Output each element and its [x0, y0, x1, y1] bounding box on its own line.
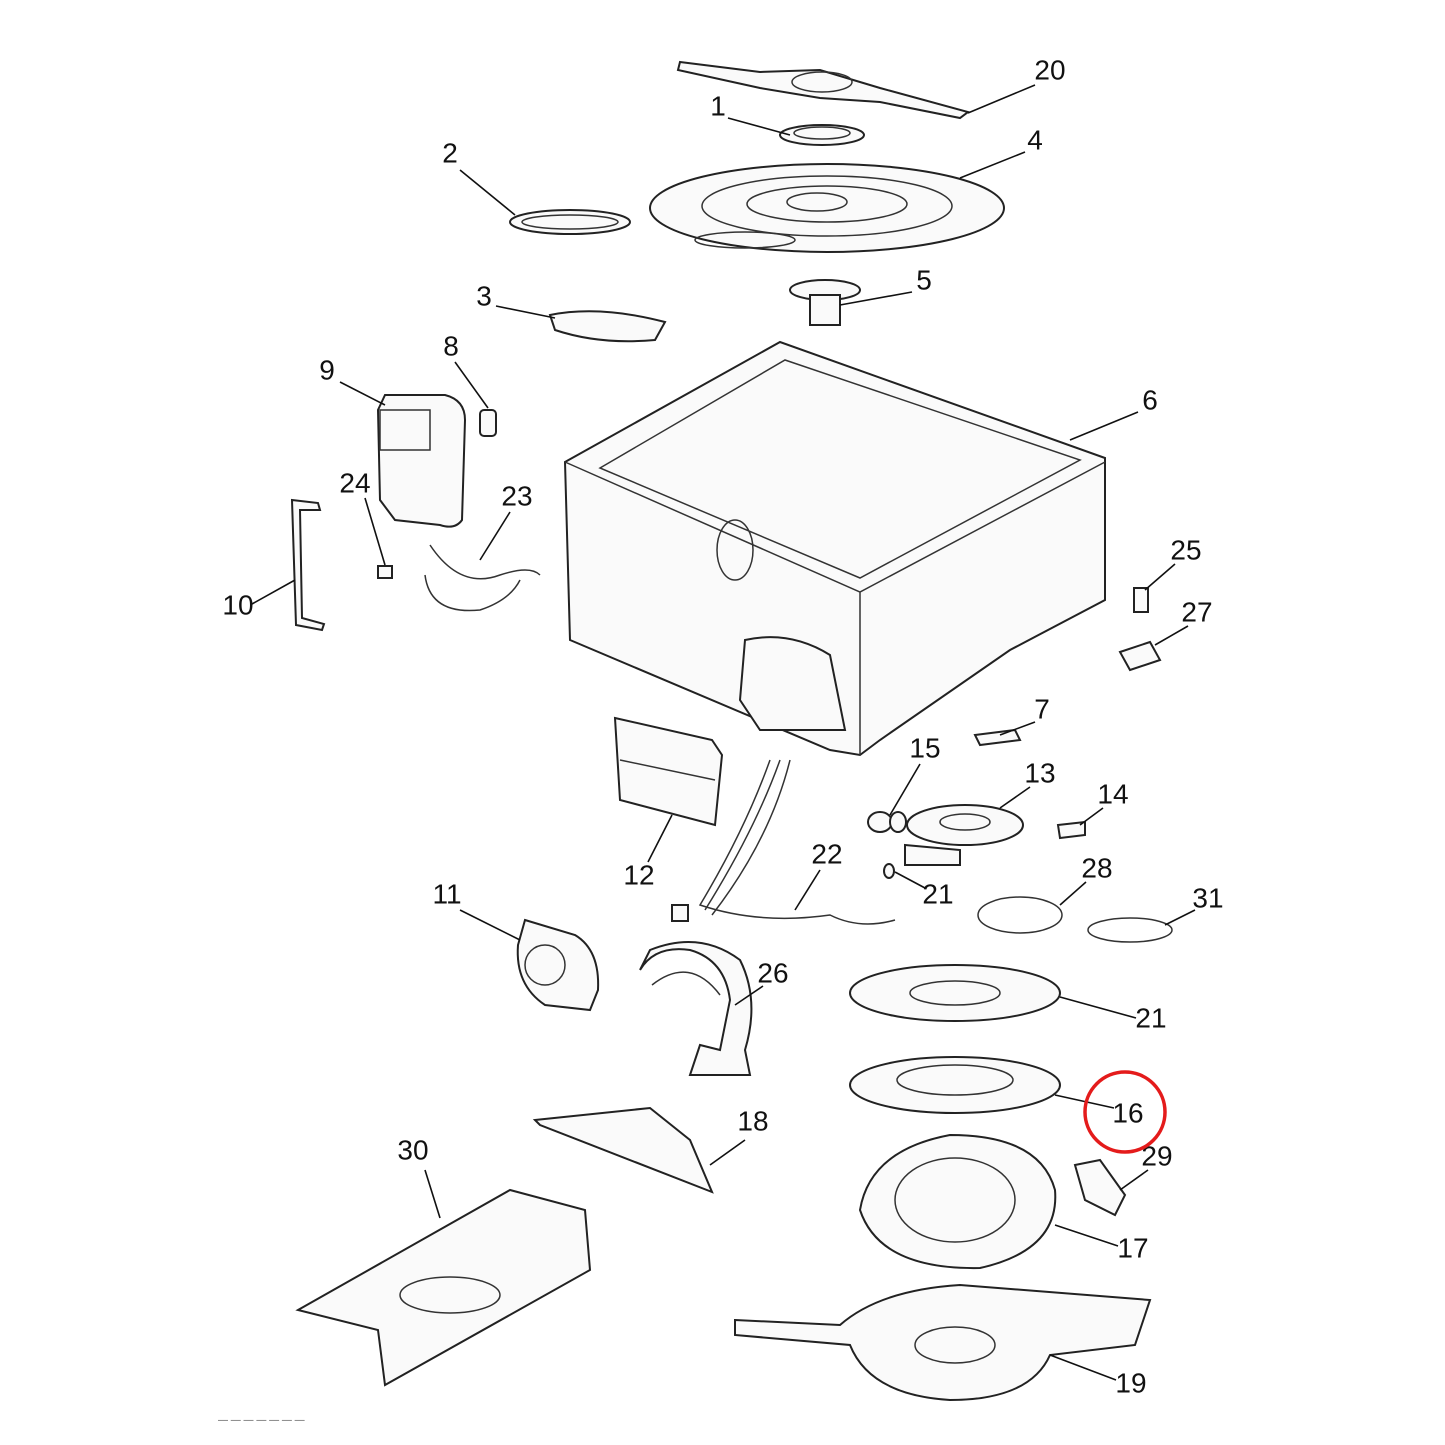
- callout-26: 26: [757, 957, 788, 988]
- leader-line: [727, 117, 791, 136]
- callout-4: 4: [1027, 124, 1043, 155]
- part-filter-2: [509, 209, 631, 235]
- leader-line: [647, 814, 673, 863]
- part-heater-9: [376, 394, 467, 528]
- leader-line: [479, 511, 511, 561]
- leader-line: [999, 786, 1031, 809]
- leader-line: [1059, 996, 1137, 1019]
- leader-line: [1054, 1224, 1119, 1247]
- leader-line: [999, 721, 1036, 736]
- callout-23: 23: [501, 480, 532, 511]
- callout-3: 3: [476, 280, 492, 311]
- leader-line: [1069, 411, 1139, 441]
- part-wiring-22: [671, 759, 896, 925]
- part-cap-15: [867, 811, 907, 833]
- part-tag-25: [1133, 587, 1149, 613]
- part-duct-18: [532, 1106, 714, 1194]
- callout-31: 31: [1192, 882, 1223, 913]
- callout-22: 22: [811, 838, 842, 869]
- leader-line: [459, 169, 516, 216]
- callout-15: 15: [909, 732, 940, 763]
- part-fan-11: [516, 918, 600, 1012]
- part-spray-arm-upper: [676, 60, 971, 120]
- callout-10: 10: [222, 589, 253, 620]
- callout-13: 13: [1024, 757, 1055, 788]
- leader-line: [1054, 1094, 1115, 1109]
- callout-12: 12: [623, 859, 654, 890]
- part-clip-7: [973, 728, 1022, 747]
- part-switch-27: [1118, 640, 1162, 672]
- part-control-board-12: [613, 716, 724, 827]
- leader-line: [454, 361, 489, 409]
- leader-line: [424, 1169, 441, 1219]
- leader-line: [889, 763, 921, 816]
- leader-line: [339, 381, 386, 406]
- leader-line: [794, 869, 821, 911]
- leader-line: [1144, 563, 1176, 591]
- callout-5: 5: [916, 264, 932, 295]
- part-pump-5: [789, 279, 861, 326]
- part-ring-1: [779, 124, 865, 146]
- part-base-30: [295, 1188, 592, 1387]
- leader-line: [1154, 625, 1189, 646]
- leader-line: [839, 291, 913, 306]
- callout-17: 17: [1117, 1232, 1148, 1263]
- callout-25: 25: [1170, 534, 1201, 565]
- callout-6: 6: [1142, 384, 1158, 415]
- part-sensor-8: [479, 409, 497, 437]
- callout-21: 21: [1135, 1002, 1166, 1033]
- part-bracket-29: [1073, 1158, 1127, 1217]
- part-oring-21a: [883, 863, 895, 879]
- part-tub-6: [563, 340, 1106, 757]
- callout-11: 11: [432, 878, 461, 909]
- part-ring-28: [977, 896, 1063, 934]
- callout-30: 30: [397, 1134, 428, 1165]
- leader-line: [967, 84, 1036, 114]
- callout-21: 21: [922, 878, 953, 909]
- leader-line: [894, 871, 926, 889]
- part-clip-14: [1056, 820, 1086, 840]
- part-harness-23: [424, 544, 541, 612]
- callout-8: 8: [443, 330, 459, 361]
- part-pump-13: [904, 804, 1024, 866]
- leader-line: [1119, 1169, 1149, 1191]
- part-base-ring-17: [858, 1133, 1057, 1270]
- leader-line: [1059, 881, 1087, 906]
- callout-28: 28: [1081, 852, 1112, 883]
- leader-line: [709, 1139, 746, 1166]
- part-base-tray-19: [734, 1283, 1152, 1402]
- part-clip-24: [377, 565, 393, 579]
- callout-24: 24: [339, 467, 370, 498]
- callout-19: 19: [1115, 1367, 1146, 1398]
- part-filter-3: [548, 310, 667, 343]
- part-gasket-21b: [849, 964, 1061, 1022]
- leader-line: [1079, 807, 1104, 826]
- part-housing-26: [639, 941, 753, 1076]
- callout-9: 9: [319, 354, 335, 385]
- callout-1: 1: [710, 90, 726, 121]
- callout-27: 27: [1181, 596, 1212, 627]
- callout-2: 2: [442, 137, 458, 168]
- leader-line: [959, 151, 1026, 179]
- callout-7: 7: [1034, 693, 1050, 724]
- callout-14: 14: [1097, 778, 1128, 809]
- leader-line: [251, 579, 296, 605]
- leader-line: [1049, 1354, 1117, 1381]
- part-bracket-10: [290, 498, 326, 632]
- callout-16: 16: [1112, 1097, 1143, 1128]
- leader-line: [364, 497, 386, 566]
- part-seal-16: [849, 1056, 1061, 1114]
- callout-20: 20: [1034, 54, 1065, 85]
- footer-code: — — — — — — —: [218, 1415, 305, 1426]
- leader-line: [734, 985, 764, 1006]
- part-tray-4: [649, 163, 1005, 253]
- leader-line: [459, 909, 521, 941]
- part-ring-31: [1087, 917, 1173, 943]
- leader-line: [495, 305, 556, 319]
- highlight-circle: [1083, 1070, 1167, 1154]
- callout-18: 18: [737, 1105, 768, 1136]
- leader-line: [1164, 909, 1196, 926]
